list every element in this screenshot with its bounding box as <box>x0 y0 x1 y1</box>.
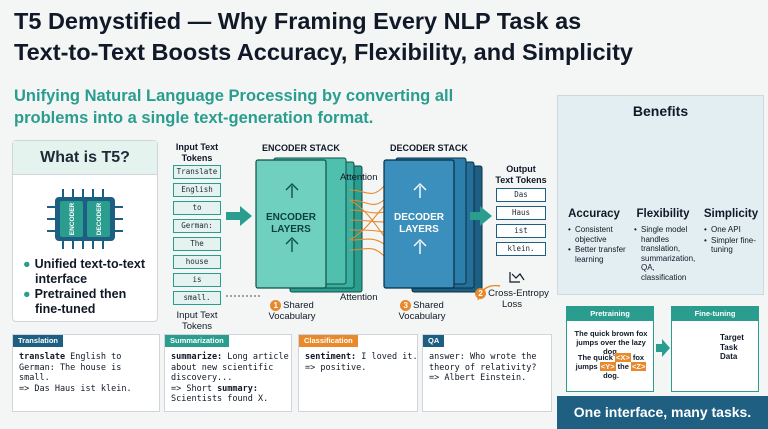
pretrain-arrow <box>656 339 670 357</box>
mask-token: <Z> <box>631 362 647 371</box>
benefit-flexibility-title: Flexibility <box>636 208 690 220</box>
input-tokens-bottom-label: Input Text Tokens <box>176 310 218 332</box>
whatis-bullet-2: ●Pretrained then fine-tuned <box>23 287 127 316</box>
input-tokens-title: Input Text Tokens <box>175 142 219 163</box>
input-token: small. <box>173 291 221 305</box>
task-tag: Classification <box>299 335 358 347</box>
what-is-t5-panel: What is T5? ENCODER DECODER ●Unified tex… <box>12 140 158 322</box>
benefit-accuracy-title: Accuracy <box>568 208 620 220</box>
benefit-simplicity-list: One API Simpler fine-tuning <box>704 225 764 256</box>
decoder-layer-front <box>383 159 455 289</box>
task-example: summarize: Long article about new scient… <box>171 352 289 404</box>
task-example: translate English to German: The house i… <box>19 352 132 394</box>
tagline-banner: One interface, many tasks. <box>557 396 768 429</box>
encoder-layer-front <box>255 159 327 289</box>
loss-chart-icon <box>511 273 525 281</box>
step-badge: 1 <box>270 300 282 311</box>
task-tag: Translation <box>13 335 64 347</box>
subtitle-line-2: problems into a single text-generation f… <box>14 109 374 127</box>
title-line-2: Text-to-Text Boosts Accuracy, Flexibilit… <box>14 39 633 65</box>
task-tag: Summarization <box>165 335 229 347</box>
list-item: One API <box>704 225 764 235</box>
input-token: Translate <box>173 165 221 179</box>
pretraining-sentence: The quick brown fox jumps over the lazy … <box>574 329 648 356</box>
output-arrow <box>470 206 492 226</box>
attention-bottom-label: Attention <box>340 292 378 303</box>
pretraining-title: Pretraining <box>566 306 654 321</box>
attention-lines <box>349 185 385 257</box>
mask-token: <X> <box>614 353 631 362</box>
chip-decoder-label: DECODER <box>96 202 103 235</box>
list-item: Simpler fine-tuning <box>704 236 764 255</box>
output-token: Haus <box>496 206 546 220</box>
task-card-qa: QA answer: Who wrote the theory of relat… <box>422 334 552 412</box>
list-item: Single model handles translation, summar… <box>634 225 700 282</box>
task-example: sentiment: I loved it. => positive. <box>305 352 418 373</box>
decoder-layers-label: DECODER LAYERS <box>393 212 444 235</box>
finetuning-title: Fine-tuning <box>671 306 759 321</box>
list-item: Better transfer learning <box>568 245 630 264</box>
task-card-classification: Classification sentiment: I loved it. =>… <box>298 334 418 412</box>
benefits-title: Benefits <box>632 103 689 119</box>
encoder-layers-label: ENCODER LAYERS <box>265 212 316 235</box>
benefits-panel: Benefits Accuracy Consistent objective B… <box>557 95 764 295</box>
chip-icon: ENCODER DECODER <box>47 189 123 249</box>
input-token: The <box>173 237 221 251</box>
output-token: Das <box>496 188 546 202</box>
input-token: to <box>173 201 221 215</box>
page-title: T5 Demystified — Why Framing Every NLP T… <box>14 6 758 68</box>
input-token: house <box>173 255 221 269</box>
task-card-summarization: Summarization summarize: Long article ab… <box>164 334 292 412</box>
input-arrow <box>226 206 252 226</box>
what-is-t5-title: What is T5? <box>13 141 157 175</box>
task-tag: QA <box>423 335 445 347</box>
benefit-simplicity-title: Simplicity <box>703 208 759 220</box>
benefit-accuracy-list: Consistent objective Better transfer lea… <box>568 225 630 265</box>
bullet-dot: ● <box>23 257 31 271</box>
pretraining-box: Pretraining The quick brown fox jumps ov… <box>566 306 654 392</box>
task-example: answer: Who wrote the theory of relativi… <box>429 352 537 383</box>
page-subtitle: Unifying Natural Language Processing by … <box>14 85 534 129</box>
benefit-flexibility-list: Single model handles translation, summar… <box>634 225 700 283</box>
encoder-stack-title: ENCODER STACK <box>262 143 340 153</box>
output-token: klein. <box>496 242 546 256</box>
whatis-bullet-1: ●Unified text-to-text interface <box>23 257 145 286</box>
finetuning-label: Target Task Data <box>720 333 744 361</box>
decoder-stack-title: DECODER STACK <box>390 143 468 153</box>
mask-token: <Y> <box>599 362 616 371</box>
bullet-dot: ● <box>23 287 31 301</box>
title-line-1: T5 Demystified — Why Framing Every NLP T… <box>14 8 582 34</box>
task-card-translation: Translation translate English to German:… <box>12 334 160 412</box>
input-token: German: <box>173 219 221 233</box>
attention-top-label: Attention <box>340 172 378 183</box>
chip-encoder-label: ENCODER <box>69 202 76 235</box>
input-token: is <box>173 273 221 287</box>
step-badge: 2 <box>475 288 487 299</box>
list-item: Consistent objective <box>568 225 630 244</box>
step-badge: 3 <box>400 300 412 311</box>
finetuning-box: Fine-tuning Target Task Data <box>671 306 759 392</box>
subtitle-line-1: Unifying Natural Language Processing by … <box>14 87 454 105</box>
output-tokens-title: Output Text Tokens <box>495 164 547 185</box>
pretraining-masked-sentence: The quick <X> fox jumps <Y> the <Z> dog. <box>575 353 647 380</box>
input-token: English <box>173 183 221 197</box>
output-token: ist <box>496 224 546 238</box>
